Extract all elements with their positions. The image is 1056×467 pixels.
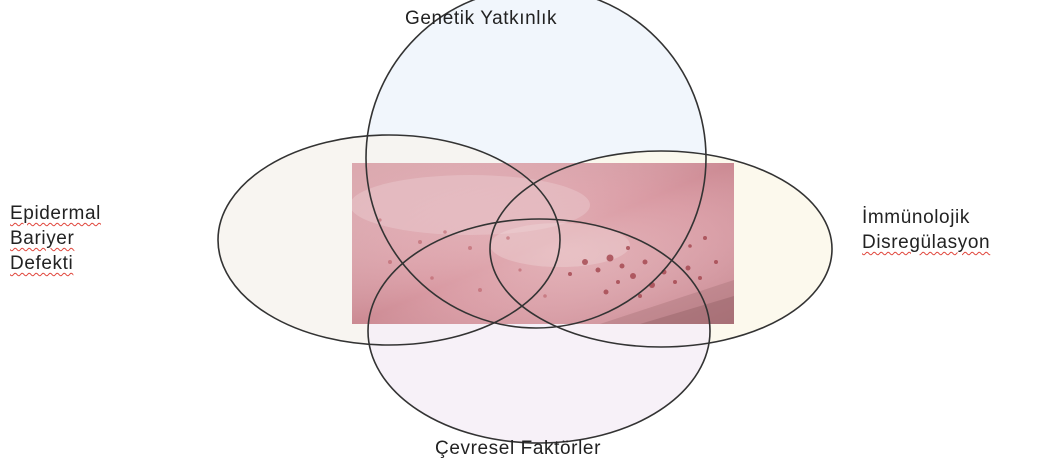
set-label-left-line-2: Bariyer	[10, 226, 101, 251]
set-label-right: İmmünolojik Disregülasyon	[862, 205, 990, 255]
set-label-left: Epidermal Bariyer Defekti	[10, 201, 101, 276]
set-label-top: Genetik Yatkınlık	[405, 6, 557, 31]
set-label-bottom: Çevresel Faktörler	[435, 436, 601, 461]
set-label-left-line-1: Epidermal	[10, 201, 101, 226]
eczematous-skin-photo	[350, 163, 734, 324]
set-label-left-line-3: Defekti	[10, 251, 101, 276]
set-label-right-line-2: Disregülasyon	[862, 230, 990, 255]
set-label-right-line-1: İmmünolojik	[862, 205, 990, 230]
